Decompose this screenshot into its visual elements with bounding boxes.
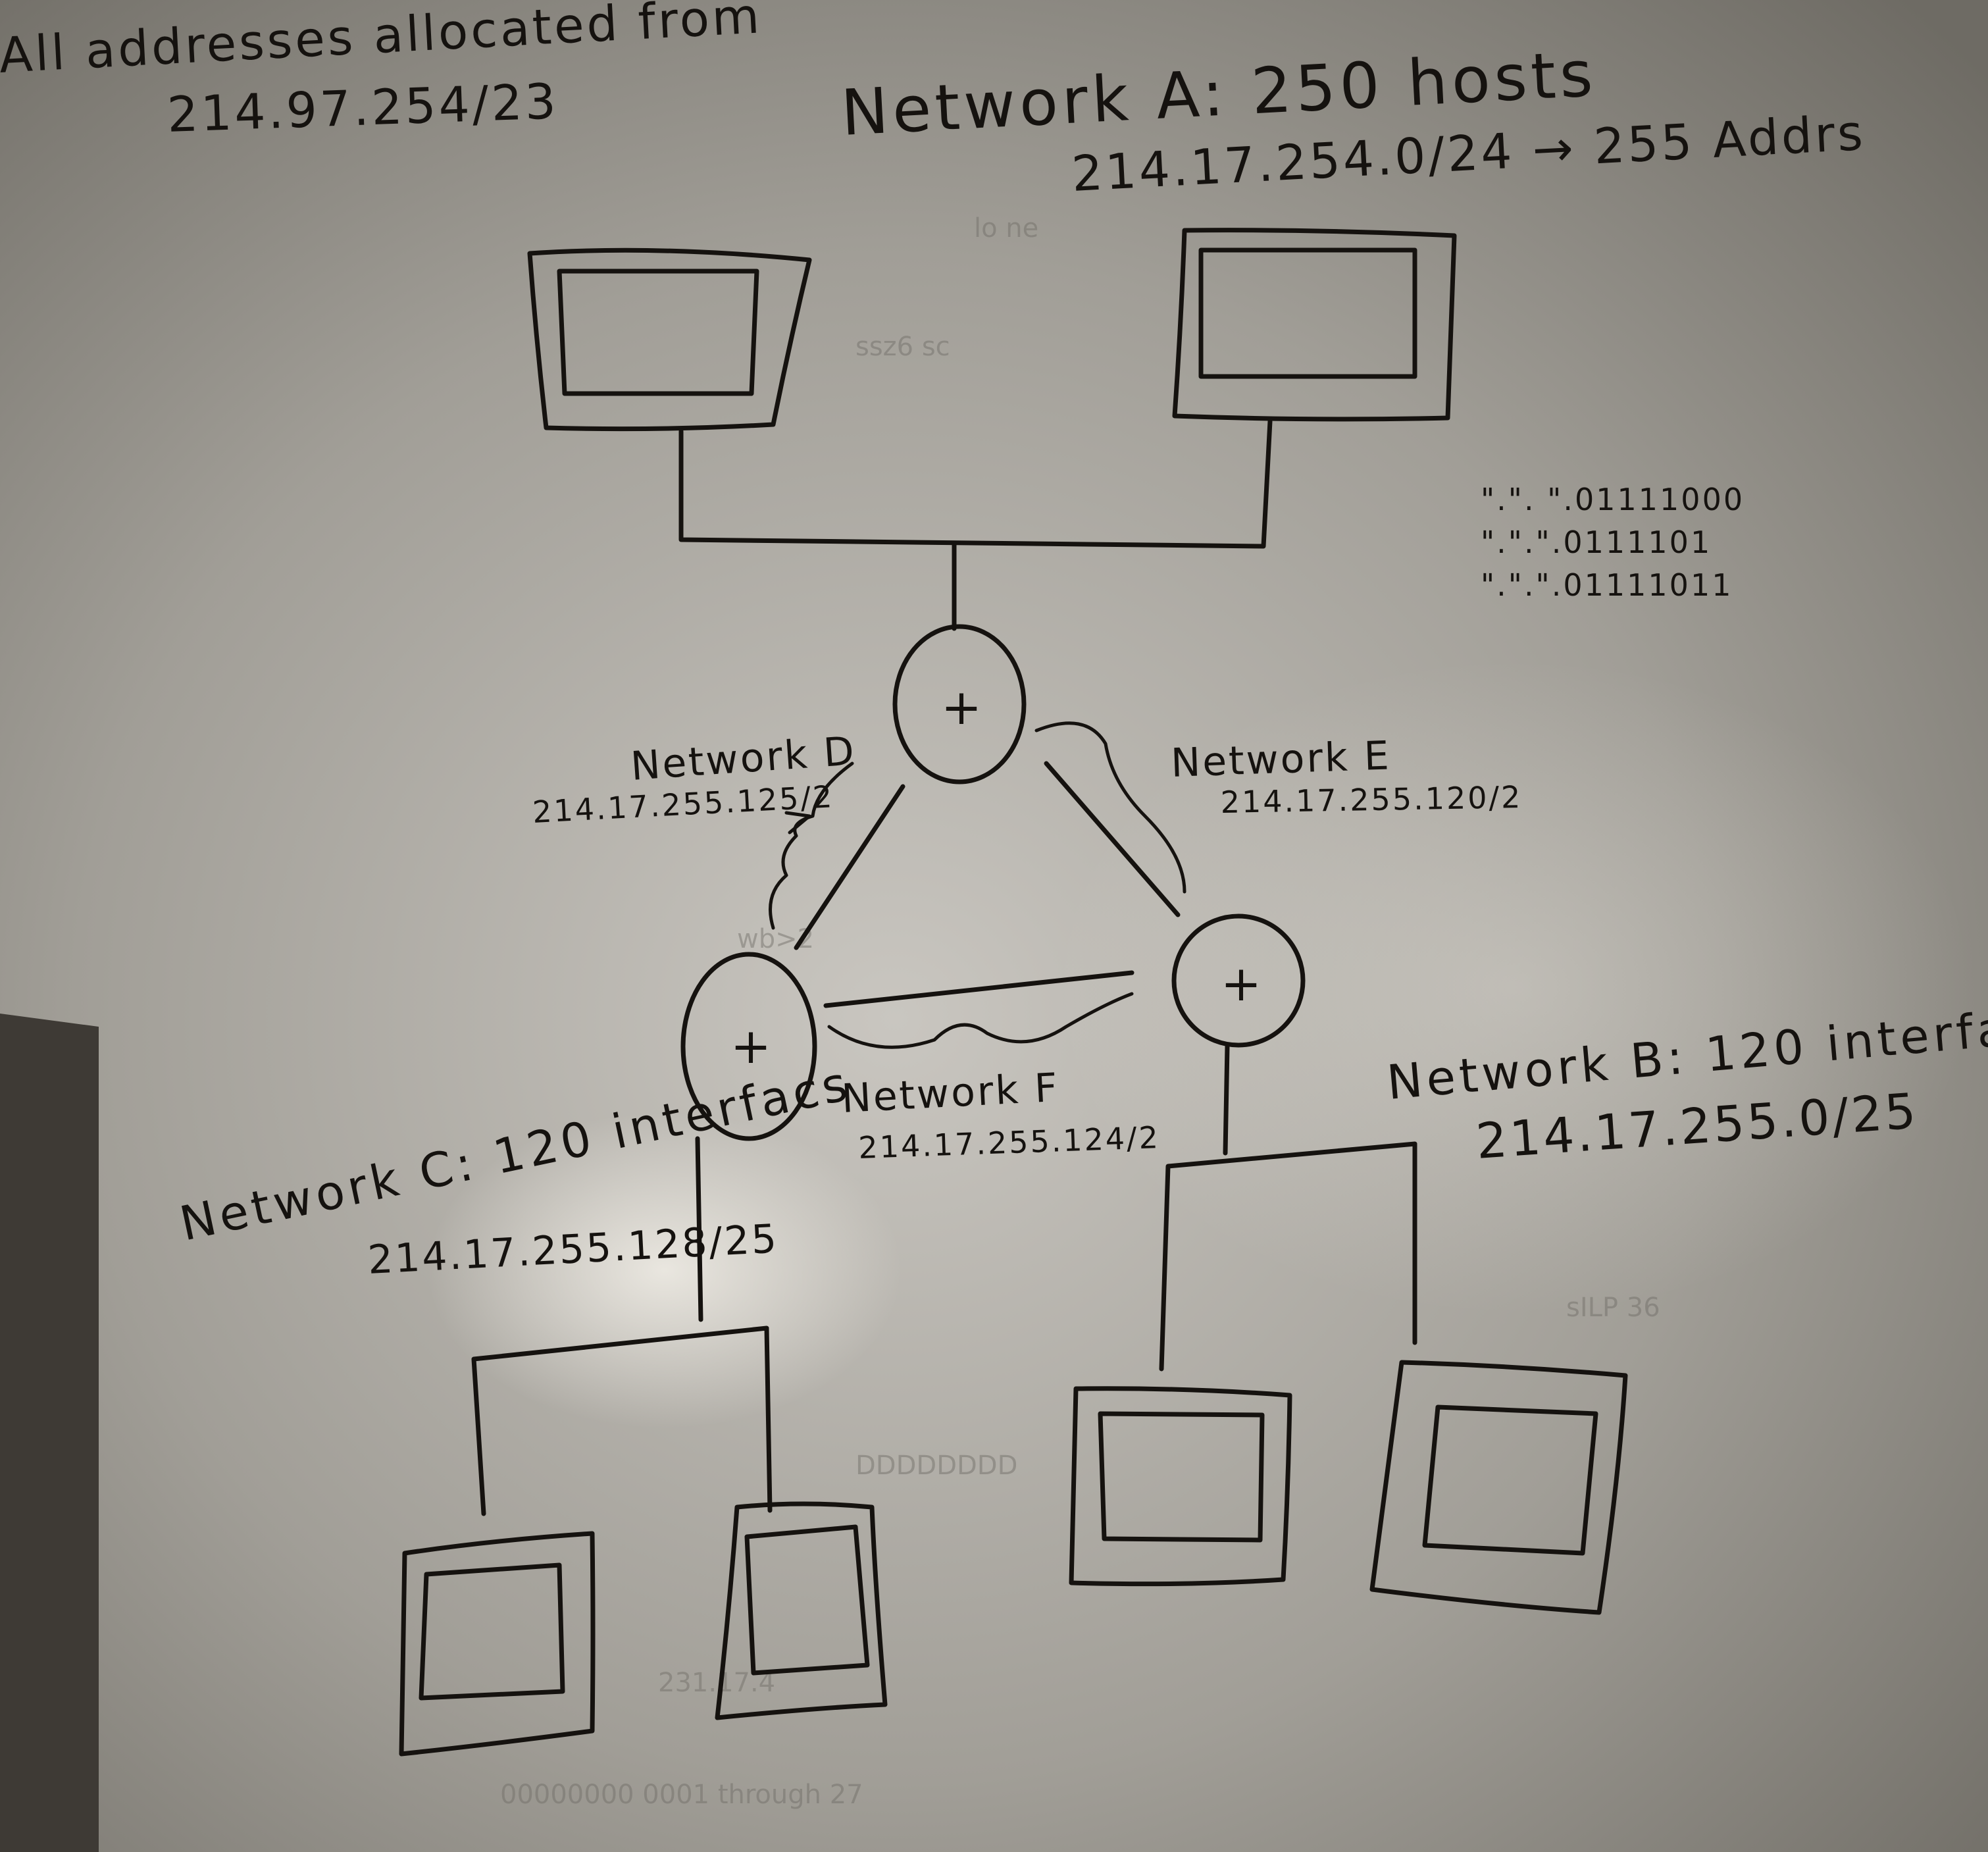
allocation-note-line2: 214.97.254/23 [166, 73, 559, 143]
router-top-symbol: + [941, 679, 984, 736]
network-b-link [1159, 1044, 1417, 1372]
light-glare-2 [1053, 658, 1974, 1316]
network-a-link [678, 419, 1273, 631]
svg-text:lo ne: lo ne [974, 213, 1038, 244]
router-right: + [1171, 913, 1306, 1048]
router-top: + [892, 624, 1027, 785]
network-f-link [823, 970, 1134, 1049]
network-e-subnet: 214.17.255.120/2 [1220, 779, 1522, 820]
binary-row-1: ".". ".01111000 [1481, 482, 1745, 517]
network-c-host-right [715, 1501, 888, 1720]
router-right-symbol: + [1221, 956, 1264, 1012]
svg-text:sILP 36: sILP 36 [1566, 1293, 1660, 1323]
binary-row-3: ".".".01111011 [1481, 567, 1733, 603]
router-left-symbol: + [730, 1018, 774, 1075]
router-left: + [680, 952, 817, 1141]
network-b-host-left [1069, 1386, 1292, 1587]
svg-text:ssz6 sc: ssz6 sc [855, 332, 950, 362]
svg-text:00000000 0001 through 27: 00000000 0001 through 27 [500, 1780, 863, 1810]
network-e-link [1034, 721, 1186, 917]
network-b-host-right [1369, 1360, 1628, 1615]
wall-edge [0, 1014, 99, 1852]
svg-text:DDDDDDDD: DDDDDDDD [855, 1451, 1017, 1481]
network-f-title: Network F [840, 1065, 1060, 1122]
binary-row-2: ".".".0111101 [1481, 525, 1712, 560]
network-a-host-left [527, 247, 812, 432]
network-d-link [769, 761, 905, 950]
network-a-host-right [1172, 228, 1457, 422]
network-c-link [471, 1136, 773, 1516]
network-e-title: Network E [1170, 733, 1392, 786]
network-c-host-left [399, 1531, 596, 1757]
